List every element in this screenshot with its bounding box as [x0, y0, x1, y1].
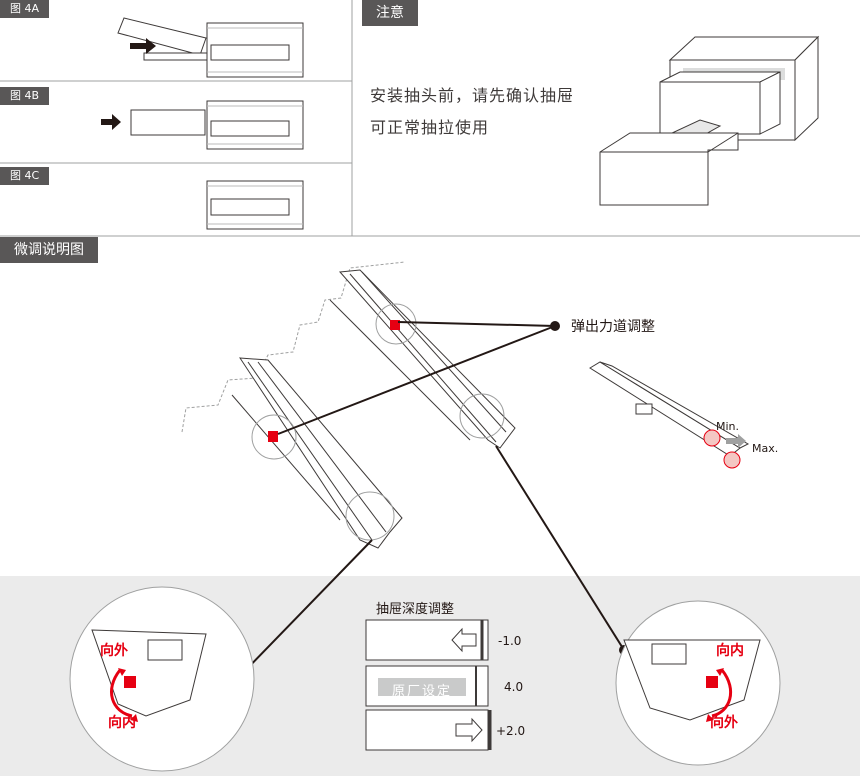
note-header: 注意 [362, 0, 418, 26]
fig4a-drawing [117, 17, 304, 78]
leader-dot-spring [550, 321, 560, 331]
wall-outline-dash [181, 261, 406, 433]
fig4b-drawing [101, 100, 304, 150]
min-label: Min. [716, 420, 740, 433]
right-zoom-circle [615, 600, 781, 766]
fig4c-label: 图 4C [0, 167, 50, 185]
leader-lines [239, 321, 625, 677]
spring-force-label: 弹出力道调整 [571, 319, 655, 335]
right-outward-label: 向外 [710, 715, 738, 731]
left-rail-drawing [231, 357, 403, 549]
left-outward-label: 向外 [100, 643, 128, 659]
right-adjust-marker [390, 320, 400, 330]
fig4c-drawing [206, 180, 304, 230]
note-line-1: 安装抽头前，请先确认抽屉 [370, 86, 575, 105]
factory-setting-tag: 原厂设定 [392, 684, 453, 699]
fine-tune-header: 微调说明图 [0, 237, 98, 263]
depth-panels [365, 619, 492, 751]
depth-value-3: +2.0 [496, 724, 526, 738]
left-adjust-marker [268, 431, 278, 442]
note-line-2: 可正常抽拉使用 [370, 118, 490, 137]
spring-mechanism-drawing [589, 361, 750, 469]
left-zoom-circle [69, 586, 255, 772]
fig4a-label: 图 4A [0, 0, 50, 18]
right-rail-drawing [329, 269, 516, 449]
left-inward-label: 向内 [108, 715, 136, 731]
note-cabinet-drawing [599, 35, 820, 206]
depth-value-2: 4.0 [504, 680, 524, 694]
right-inward-label: 向内 [716, 643, 744, 659]
depth-title: 抽屉深度调整 [376, 602, 455, 617]
max-label: Max. [752, 442, 779, 455]
depth-value-1: -1.0 [498, 634, 522, 648]
fig4b-label: 图 4B [0, 87, 50, 105]
